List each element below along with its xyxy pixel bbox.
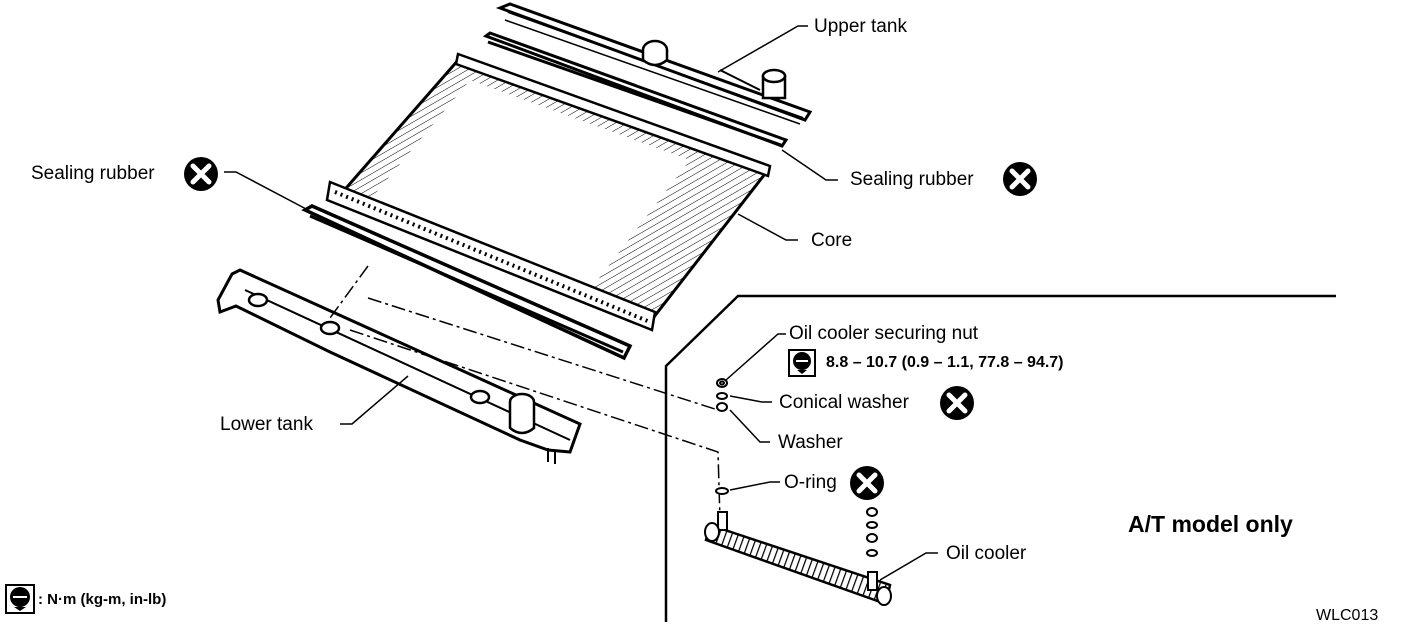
x-circle-icon [184,157,218,191]
model-note: A/T model only [1128,511,1293,537]
lower-sealing-rubber-part [301,204,633,361]
torque-wrench-icon [5,584,35,614]
alignment-lines [329,265,721,521]
lower-tank-part [216,268,582,464]
oil-cooler-hardware [715,378,878,557]
oil-cooler-securing-nut-label: Oil cooler securing nut [789,323,979,344]
core-label: Core [811,230,853,251]
oil-cooler-part [704,511,892,606]
upper-sealing-rubber-part [482,31,789,148]
figure-code: WLC013 [1316,607,1379,624]
x-circle-icon [850,466,884,500]
torque-wrench-icon [788,349,816,377]
o-ring-label: O-ring [784,472,837,493]
oil-cooler-label: Oil cooler [946,543,1027,564]
lower-tank-label: Lower tank [220,414,313,435]
torque-spec: 8.8 – 10.7 (0.9 – 1.1, 77.8 – 94.7) [826,354,1064,371]
unit-legend: : N·m (kg-m, in-lb) [38,591,167,608]
conical-washer-label: Conical washer [779,392,909,413]
leader-lines [224,25,938,581]
upper-tank-part [495,2,813,125]
radiator-core-part [325,52,772,332]
inset-frame [664,294,1336,622]
x-circle-icon [940,386,974,420]
x-circle-icon [1003,162,1037,196]
upper-tank-label: Upper tank [814,16,907,37]
sealing-rubber-left-label: Sealing rubber [31,163,155,184]
washer-label: Washer [778,432,843,453]
sealing-rubber-right-label: Sealing rubber [850,169,974,190]
